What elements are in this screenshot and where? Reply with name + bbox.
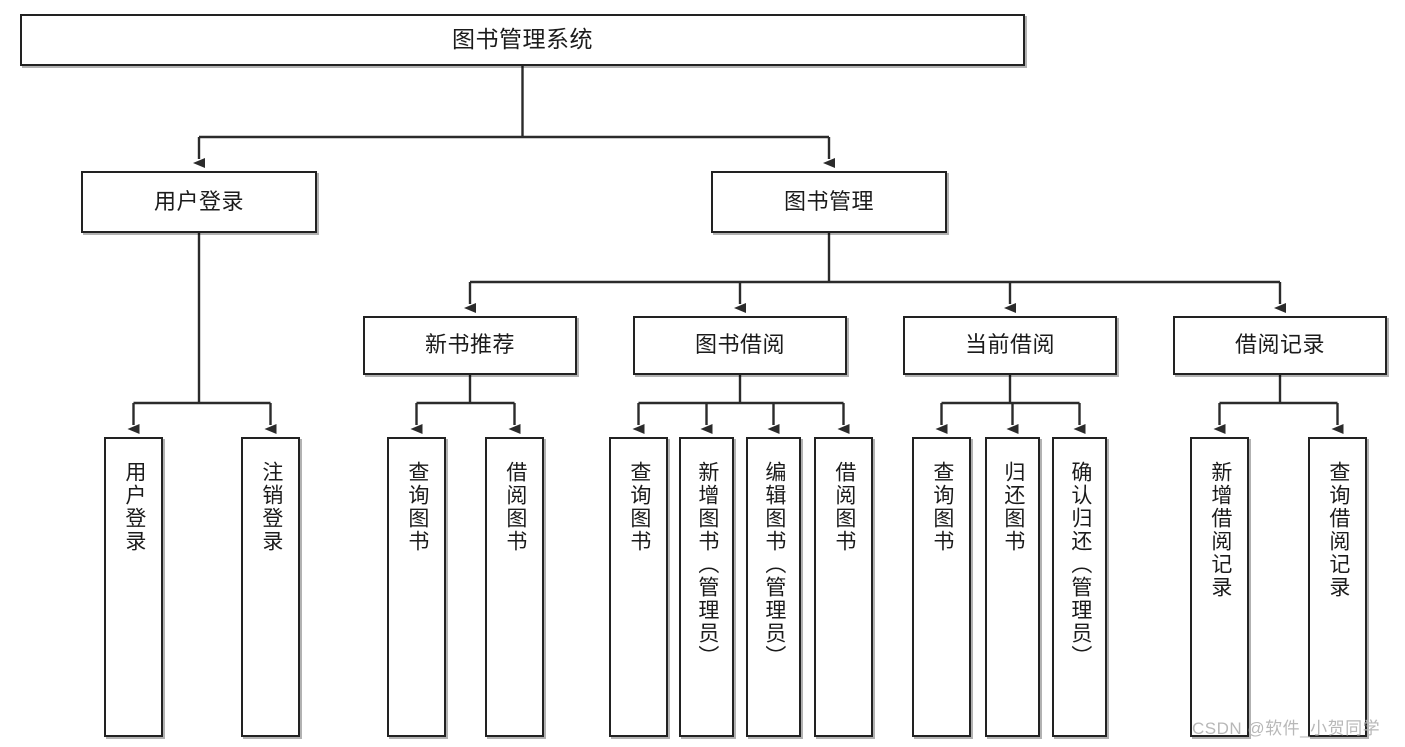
node-new-book-rec[interactable]: 新书推荐: [363, 316, 577, 375]
node-leaf-user-login[interactable]: 用户登录: [104, 437, 163, 737]
node-label: 查询图书: [930, 461, 954, 553]
node-label: 新增图书（管理员）: [695, 461, 719, 668]
node-leaf-add-book[interactable]: 新增图书（管理员）: [679, 437, 734, 737]
node-label: 借阅图书: [832, 461, 856, 553]
node-leaf-borrow-book-2[interactable]: 借阅图书: [814, 437, 873, 737]
node-leaf-query-record[interactable]: 查询借阅记录: [1308, 437, 1367, 737]
node-current-borrow[interactable]: 当前借阅: [903, 316, 1117, 375]
node-user-login[interactable]: 用户登录: [81, 171, 317, 233]
csdn-watermark: CSDN @软件_小贺同学: [1192, 719, 1381, 738]
node-leaf-return-book[interactable]: 归还图书: [985, 437, 1040, 737]
node-label: 注销登录: [259, 461, 283, 553]
node-label: 查询图书: [627, 461, 651, 553]
node-label: 查询借阅记录: [1326, 461, 1350, 599]
node-leaf-confirm-return[interactable]: 确认归还（管理员）: [1052, 437, 1107, 737]
node-label: 新增借阅记录: [1208, 461, 1232, 599]
node-leaf-edit-book[interactable]: 编辑图书（管理员）: [746, 437, 801, 737]
node-label: 归还图书: [1001, 461, 1025, 553]
node-leaf-query-book-1[interactable]: 查询图书: [387, 437, 446, 737]
node-label: 借阅图书: [503, 461, 527, 553]
node-root[interactable]: 图书管理系统: [20, 14, 1025, 66]
node-label: 确认归还（管理员）: [1068, 461, 1092, 668]
node-leaf-add-record[interactable]: 新增借阅记录: [1190, 437, 1249, 737]
node-book-manage[interactable]: 图书管理: [711, 171, 947, 233]
node-label: 图书管理: [783, 188, 874, 214]
node-label: 当前借阅: [964, 332, 1055, 358]
node-leaf-logout[interactable]: 注销登录: [241, 437, 300, 737]
node-label: 查询图书: [405, 461, 429, 553]
node-label: 图书管理系统: [452, 26, 593, 53]
node-leaf-query-book-3[interactable]: 查询图书: [912, 437, 971, 737]
node-book-borrow[interactable]: 图书借阅: [633, 316, 847, 375]
node-borrow-record[interactable]: 借阅记录: [1173, 316, 1387, 375]
node-label: 用户登录: [122, 461, 146, 553]
node-label: 借阅记录: [1234, 332, 1325, 358]
node-label: 图书借阅: [694, 332, 785, 358]
node-leaf-borrow-book-1[interactable]: 借阅图书: [485, 437, 544, 737]
node-label: 编辑图书（管理员）: [762, 461, 786, 668]
node-leaf-query-book-2[interactable]: 查询图书: [609, 437, 668, 737]
node-label: 新书推荐: [424, 332, 515, 358]
node-label: 用户登录: [153, 188, 244, 214]
